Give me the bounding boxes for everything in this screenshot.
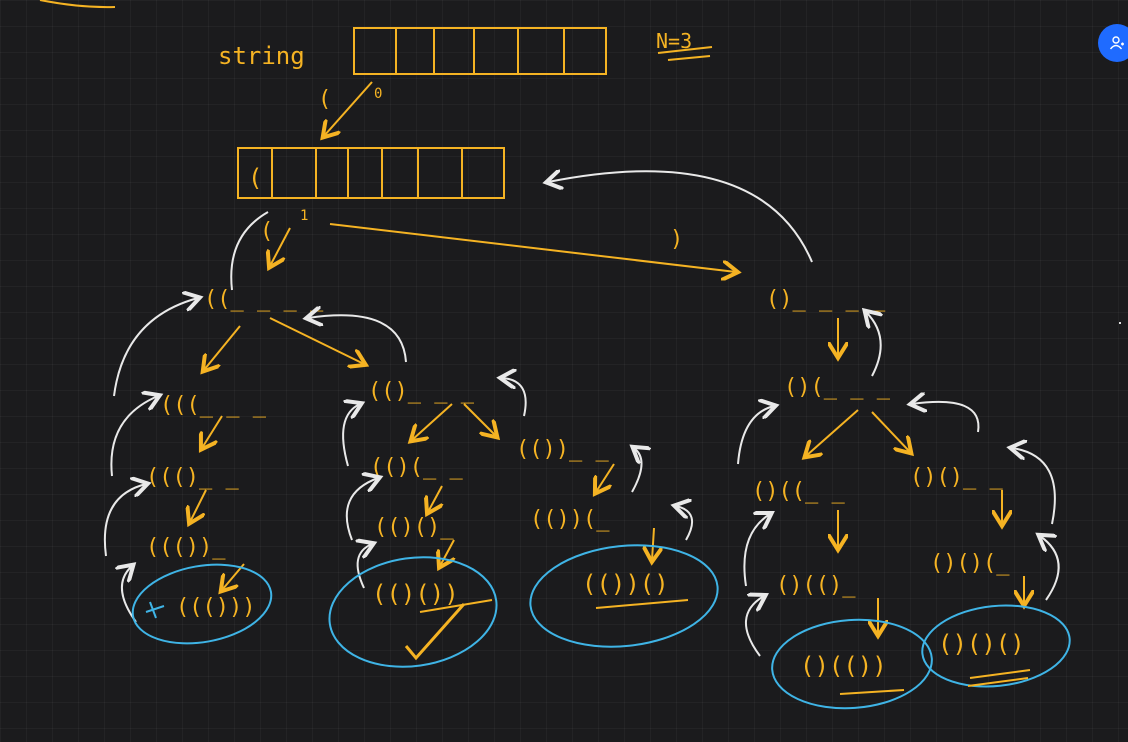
open-choice-label: ( xyxy=(260,219,273,244)
backtrack-arc-mid-l2 xyxy=(342,404,360,467)
answer-3: (())() xyxy=(582,570,669,598)
stray-stroke xyxy=(39,0,116,9)
backtrack-arc-c-l4 xyxy=(676,506,694,541)
array-first-char: ( xyxy=(248,164,262,192)
answer-5-underline xyxy=(967,669,1031,687)
answer-circle-2 xyxy=(328,556,498,668)
backtrack-arc-c-l3 xyxy=(632,448,642,493)
node-l2-mid: (()_ _ _ xyxy=(368,379,475,404)
answer-3-underline xyxy=(595,599,689,609)
node-right-l4-b: ()()(_ xyxy=(930,551,1010,576)
string-label: string xyxy=(218,42,305,70)
answer-4-underline xyxy=(839,689,905,695)
node-l4-a: ((())_ xyxy=(146,535,226,560)
answer-2-underline xyxy=(419,599,493,613)
backtrack-arc-left-l3 xyxy=(103,484,146,557)
answer-1: ((())) xyxy=(176,595,255,620)
arrow-l4-c-down xyxy=(652,527,654,560)
arrow-l1-left xyxy=(204,325,241,370)
backtrack-arc-mid-l3 xyxy=(345,478,378,541)
index-0-label: 0 xyxy=(374,86,382,102)
node-l4-b: (()()_ xyxy=(374,515,454,540)
return-arrow-top xyxy=(548,171,813,263)
close-choice-label: ) xyxy=(670,227,683,252)
backtrack-arc-right-l3-a xyxy=(743,514,770,587)
backtrack-arc-right-l4-b xyxy=(1040,536,1060,601)
backtrack-arc-left-l2 xyxy=(110,396,158,477)
arrow-to-second-array xyxy=(324,81,373,136)
backtrack-arc-left-l4 xyxy=(122,566,137,623)
backtrack-arc-mid-l4 xyxy=(358,544,372,589)
string-array-second xyxy=(237,147,505,199)
first-open-paren: ( xyxy=(318,87,331,112)
node-root-partial: ((_ _ _ _ xyxy=(204,287,324,312)
backtrack-arc-right-l1 xyxy=(866,312,881,377)
node-l3-c: (())_ _ xyxy=(516,437,609,462)
arrow-l3-c-down xyxy=(596,463,615,492)
backtrack-arc-mid-right xyxy=(502,378,527,417)
backtrack-arc-right-l2-right xyxy=(912,402,980,433)
arrow-l3-a-down xyxy=(190,489,207,522)
answer-5: ()()() xyxy=(938,630,1025,658)
arrow-open-branch xyxy=(270,227,291,266)
node-right-l3-a: ()((_ _ xyxy=(752,479,845,504)
answer-circle-3 xyxy=(529,544,719,648)
backtrack-arc-right-l4-a xyxy=(744,596,764,657)
answer-circle-5 xyxy=(921,604,1071,688)
string-array-top xyxy=(353,27,607,75)
index-1-label: 1 xyxy=(300,208,308,224)
backtrack-arc-left-top xyxy=(113,298,198,397)
node-l3-b: (()(_ _ xyxy=(370,455,463,480)
check-mark-1 xyxy=(145,601,165,619)
cursor-dot xyxy=(1119,322,1121,324)
backtrack-arc-mid xyxy=(308,315,407,363)
arrow-right-l2-right xyxy=(871,411,910,452)
arrow-close-branch xyxy=(329,223,736,272)
arrow-l2-mid-right xyxy=(463,403,496,436)
arrow-l2-left-down xyxy=(202,415,223,448)
backtrack-arc-right-l2-left xyxy=(737,406,774,465)
arrow-l3-b-down xyxy=(428,485,442,512)
node-l2-left: (((_ _ _ xyxy=(160,393,267,418)
answer-circle-1 xyxy=(131,563,273,645)
arrow-l4-a-down xyxy=(222,563,245,590)
answer-4: ()(()) xyxy=(800,652,887,680)
node-l4-c: (())(_ xyxy=(530,507,610,532)
arrow-l2-mid-left xyxy=(412,403,453,440)
answer-2: (()()) xyxy=(372,580,459,608)
node-close-branch: ()_ _ _ _ xyxy=(766,287,886,312)
backtrack-arc-right-l3-b xyxy=(1012,448,1056,525)
share-button[interactable] xyxy=(1098,24,1128,62)
arrow-l4-b-down xyxy=(440,539,454,566)
answer-circle-4 xyxy=(771,618,933,710)
arrow-l1-mid xyxy=(269,317,364,364)
arrow-right-l2-left xyxy=(806,409,859,456)
node-right-l2: ()(_ _ _ xyxy=(784,375,891,400)
node-right-l4-a: ()(()_ xyxy=(776,573,856,598)
n-underline xyxy=(657,46,713,61)
node-right-l3-b: ()()_ _ xyxy=(910,465,1003,490)
backtrack-arc-root xyxy=(230,211,269,291)
node-l3-a: ((()_ _ xyxy=(146,465,239,490)
check-mark-2 xyxy=(404,603,466,661)
add-user-icon xyxy=(1109,36,1124,50)
